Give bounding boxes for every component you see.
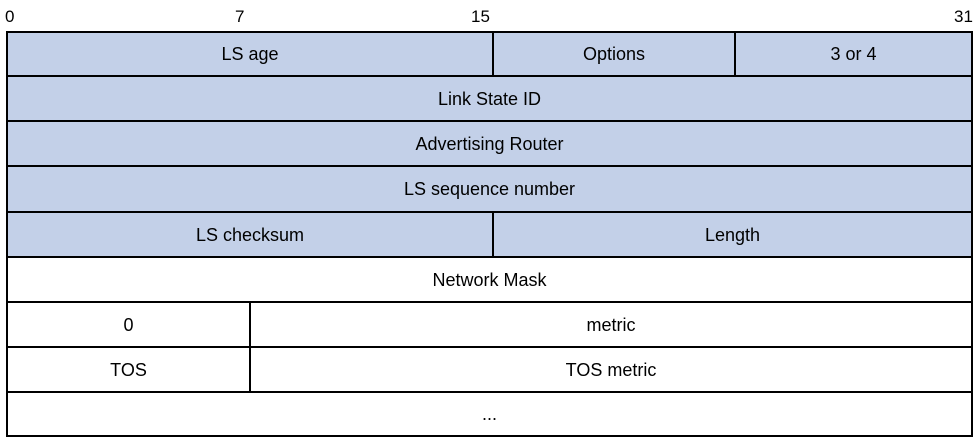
field-ls-sequence-number: LS sequence number bbox=[8, 167, 971, 211]
row-zero-metric: 0 metric bbox=[6, 303, 973, 348]
field-zero: 0 bbox=[8, 303, 249, 346]
bit-label-15: 15 bbox=[471, 7, 490, 26]
bit-label-7: 7 bbox=[235, 7, 245, 26]
row-ls-age-options-type: LS age Options 3 or 4 bbox=[6, 31, 973, 77]
field-advertising-router: Advertising Router bbox=[8, 122, 971, 165]
field-tos: TOS bbox=[8, 348, 249, 391]
field-metric: metric bbox=[249, 303, 971, 346]
field-link-state-id: Link State ID bbox=[8, 77, 971, 120]
row-network-mask: Network Mask bbox=[6, 258, 973, 303]
field-ls-age: LS age bbox=[8, 33, 492, 75]
field-length: Length bbox=[492, 213, 971, 256]
field-tos-metric: TOS metric bbox=[249, 348, 971, 391]
field-ls-type: 3 or 4 bbox=[734, 33, 971, 75]
field-network-mask: Network Mask bbox=[8, 258, 971, 301]
row-tos-metric: TOS TOS metric bbox=[6, 348, 973, 393]
bit-label-31: 31 bbox=[954, 7, 973, 26]
row-ellipsis: ... bbox=[6, 393, 973, 437]
field-options: Options bbox=[492, 33, 734, 75]
row-checksum-length: LS checksum Length bbox=[6, 213, 973, 258]
field-ls-checksum: LS checksum bbox=[8, 213, 492, 256]
bit-label-0: 0 bbox=[5, 7, 15, 26]
field-ellipsis: ... bbox=[8, 393, 971, 435]
row-ls-sequence-number: LS sequence number bbox=[6, 167, 973, 213]
row-advertising-router: Advertising Router bbox=[6, 122, 973, 167]
lsa-packet-diagram: LS age Options 3 or 4 Link State ID Adve… bbox=[6, 31, 973, 437]
row-link-state-id: Link State ID bbox=[6, 77, 973, 122]
